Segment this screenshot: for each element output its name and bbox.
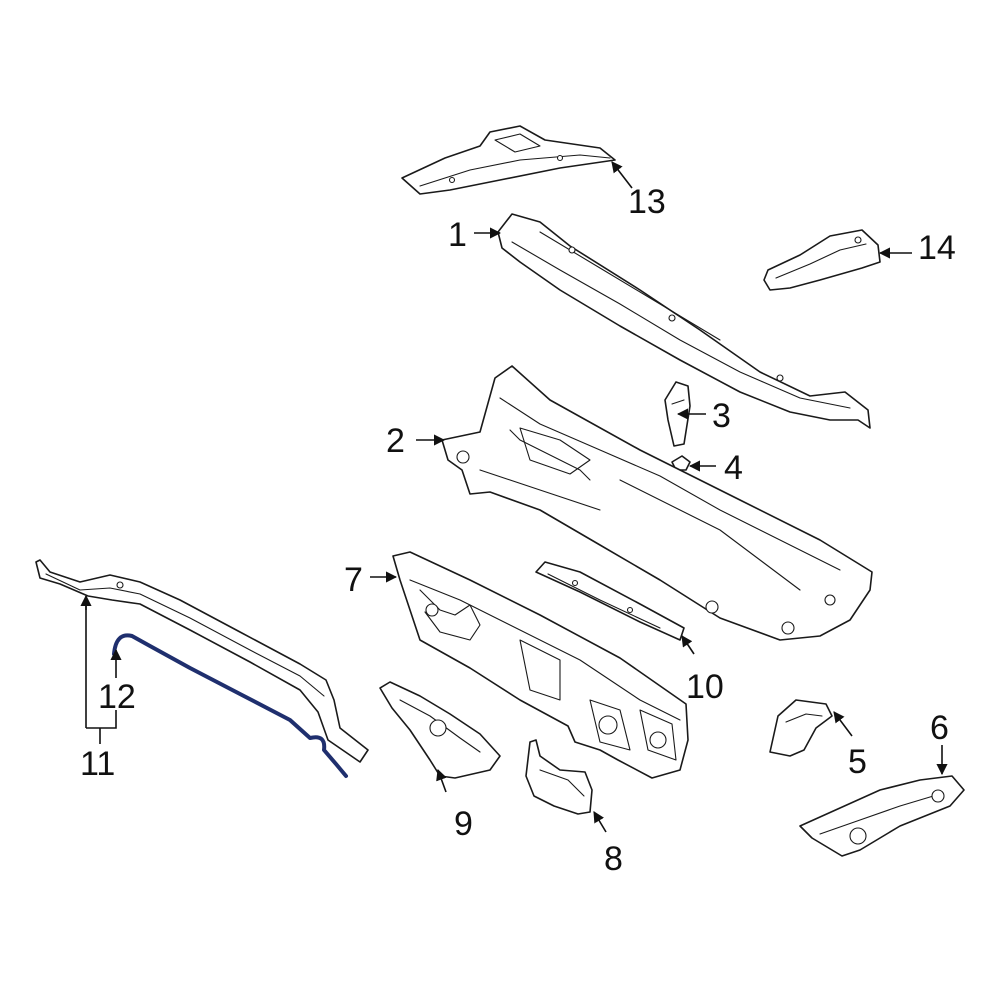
callout-6[interactable]: 6 — [930, 709, 949, 747]
highlight-stroke — [112, 633, 348, 778]
callout-3[interactable]: 3 — [712, 397, 731, 435]
callout-13[interactable]: 13 — [628, 183, 666, 221]
leader-10 — [681, 635, 695, 655]
callout-4[interactable]: 4 — [724, 449, 743, 487]
callout-5[interactable]: 5 — [848, 743, 867, 781]
leader-11-bracket — [85, 600, 117, 744]
part-10-reinforcement[interactable] — [535, 561, 685, 641]
part-11-lower-rail[interactable] — [35, 559, 369, 763]
callout-14[interactable]: 14 — [918, 229, 956, 267]
part-6-floor-extension[interactable] — [799, 775, 965, 857]
leader-5 — [833, 711, 853, 737]
leader-8 — [593, 811, 607, 833]
part-12-weatherstrip[interactable] — [112, 633, 348, 778]
callout-1[interactable]: 1 — [448, 216, 467, 254]
callout-2[interactable]: 2 — [386, 422, 405, 460]
part-2-plenum-panel[interactable] — [441, 365, 873, 641]
part-13-upper-cowl-panel[interactable] — [401, 125, 616, 195]
part-7-dash-panel[interactable] — [392, 551, 689, 779]
callout-12[interactable]: 12 — [98, 678, 136, 716]
part-9-side-bracket[interactable] — [379, 681, 501, 779]
callout-10[interactable]: 10 — [686, 668, 724, 706]
callout-labels: 1 2 3 4 5 6 7 8 9 10 11 12 13 14 — [80, 183, 956, 878]
part-1-cowl-cross-member[interactable] — [497, 213, 871, 429]
part-14-side-bracket[interactable] — [763, 229, 881, 291]
callout-8[interactable]: 8 — [604, 840, 623, 878]
callout-7[interactable]: 7 — [344, 561, 363, 599]
callout-9[interactable]: 9 — [454, 805, 473, 843]
leader-13 — [611, 161, 633, 189]
part-8-shield[interactable] — [525, 739, 593, 815]
part-5-bracket[interactable] — [769, 699, 833, 757]
leader-lines — [80, 161, 948, 833]
callout-11[interactable]: 11 — [80, 745, 115, 783]
leader-9 — [436, 768, 447, 793]
